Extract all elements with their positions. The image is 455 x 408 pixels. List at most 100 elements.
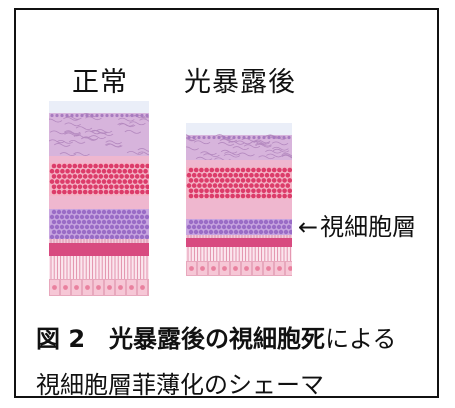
nucleus-red [67, 184, 72, 190]
inner-plexiform-layer [186, 160, 292, 167]
nucleus-purple [196, 224, 202, 230]
nucleus-purple [253, 219, 259, 225]
nucleus-purple [96, 229, 102, 235]
nucleus-red [119, 174, 124, 179]
nucleus-purple [129, 214, 135, 220]
nucleus-purple [69, 224, 75, 230]
nucleus-purple [66, 229, 72, 235]
nucleus-red [256, 193, 261, 199]
nucleus-purple [126, 229, 132, 235]
rpe-nucleus [52, 285, 57, 290]
nucleus-purple [238, 229, 244, 235]
nucleus-red [245, 178, 251, 183]
nucleus-red [259, 172, 265, 178]
fiber-strand [255, 143, 272, 148]
nucleus-purple [208, 229, 214, 235]
nucleus-red [209, 188, 215, 194]
nucleus-purple [221, 224, 227, 230]
nucleus-red [197, 172, 202, 178]
rpe-nucleus [118, 285, 123, 290]
nucleus-red [122, 168, 128, 174]
nucleus-red [225, 178, 230, 183]
ganglion-cell [130, 113, 134, 118]
ganglion-cell [100, 113, 104, 118]
nucleus-red [108, 163, 114, 169]
nucleus-purple [211, 224, 217, 230]
nucleus-purple [71, 209, 77, 215]
nucleus-purple [278, 229, 284, 235]
nucleus-red [202, 183, 207, 188]
nucleus-red [127, 179, 133, 184]
nucleus-purple [94, 224, 100, 230]
nucleus-red [287, 188, 292, 194]
nucleus-red [77, 184, 83, 190]
nucleus-red [114, 174, 119, 179]
ganglion-cell [65, 113, 69, 118]
nucleus-purple [99, 214, 105, 220]
nucleus-purple [268, 229, 274, 235]
nucleus-red [245, 188, 251, 194]
nucleus-purple [121, 229, 127, 235]
fiber-strand [193, 140, 211, 145]
nucleus-red [282, 193, 287, 199]
nucleus-purple [276, 224, 282, 230]
nucleus-red [254, 172, 259, 178]
nucleus-red [82, 174, 88, 179]
nucleus-purple [84, 224, 90, 230]
ganglion-cell [55, 113, 59, 118]
ganglion-cell [232, 135, 236, 140]
nucleus-red [82, 189, 88, 195]
nucleus-purple [131, 219, 137, 225]
nucleus-red [219, 188, 225, 194]
nucleus-red [238, 183, 244, 188]
nucleus-red [204, 188, 209, 194]
nucleus-purple [273, 229, 279, 235]
fiber-strand [266, 153, 283, 158]
nucleus-red [132, 179, 138, 184]
nucleus-purple [59, 234, 65, 240]
fiber-strand [91, 130, 108, 134]
nucleus-purple [278, 219, 284, 225]
nucleus-red [88, 189, 93, 195]
nucleus-red [188, 188, 194, 194]
caption-bold-text: 図 2 光暴露後の視細胞死 [36, 325, 326, 353]
nucleus-red [77, 189, 83, 195]
fiber-strand [80, 137, 98, 141]
fiber-strand [68, 139, 86, 144]
nucleus-red [86, 179, 91, 184]
nucleus-red [103, 174, 109, 179]
nucleus-purple [101, 219, 107, 225]
rpe-nucleus [255, 266, 260, 271]
fiber-strand [186, 146, 199, 151]
nucleus-purple [99, 234, 105, 240]
fiber-strand [238, 152, 255, 157]
nucleus-red [72, 163, 78, 169]
fiber-strand [255, 142, 272, 147]
ganglion-cell [202, 135, 206, 140]
nucleus-purple [94, 234, 100, 240]
label-normal: 正常 [72, 67, 128, 98]
nucleus-purple [288, 219, 292, 225]
nucleus-purple [248, 229, 254, 235]
ganglion-cell [227, 135, 231, 140]
ganglion-cell [80, 113, 84, 118]
nucleus-purple [139, 234, 145, 240]
nucleus-purple [66, 209, 72, 215]
nucleus-purple [99, 224, 105, 230]
fiber-strand [129, 121, 146, 126]
fiber-strand [271, 141, 289, 146]
nucleus-purple [111, 229, 117, 235]
nucleus-red [269, 183, 275, 188]
nucleus-red [287, 193, 292, 199]
nucleus-red [62, 189, 67, 195]
fiber-strand [137, 151, 149, 156]
nucleus-purple [49, 214, 55, 220]
inner-plexiform-layer [49, 156, 149, 163]
ganglion-cell [85, 113, 89, 118]
nucleus-red [65, 179, 70, 184]
fiber-strand [217, 142, 235, 146]
retina-normal-diagram [49, 101, 149, 296]
nucleus-red [238, 172, 244, 178]
nucleus-red [225, 188, 230, 194]
nucleus-red [96, 179, 102, 184]
